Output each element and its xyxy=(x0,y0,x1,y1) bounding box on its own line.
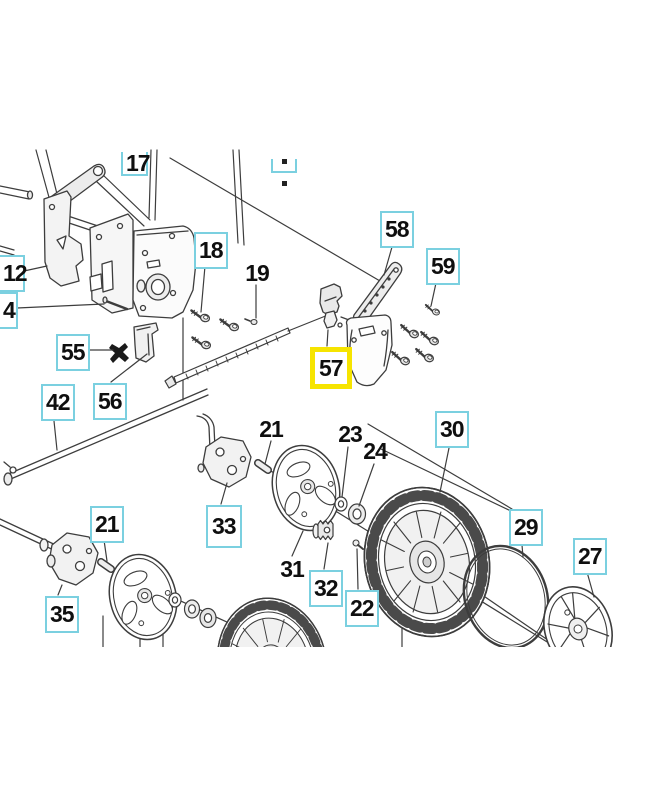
pin-21-lower-drawing xyxy=(97,558,115,573)
part-label-27[interactable]: 27 xyxy=(573,538,607,575)
part-label-58[interactable]: 58 xyxy=(380,211,414,248)
disc-31-upper-drawing xyxy=(262,437,350,539)
part-label-30[interactable]: 30 xyxy=(435,411,469,448)
hubcap-27-drawing xyxy=(543,586,613,647)
part-label-57-selected[interactable]: 57 xyxy=(310,347,352,389)
part-label-33[interactable]: 33 xyxy=(206,505,242,548)
part-label-12[interactable]: 12 xyxy=(0,255,28,292)
bracket-33-drawing xyxy=(197,436,252,488)
part-57-drawing xyxy=(319,283,358,329)
part-label-31: 31 xyxy=(280,556,305,582)
part-label-23: 23 xyxy=(338,421,363,447)
part-label-18[interactable]: 18 xyxy=(194,232,228,269)
part-label-21-lower[interactable]: 21 xyxy=(90,506,124,543)
lower-washers-drawing xyxy=(168,592,217,629)
bent-tube-33 xyxy=(196,413,216,451)
pin-21-upper-drawing xyxy=(254,459,272,474)
wheel-30-lower-drawing xyxy=(206,588,339,738)
part-label-cut-top-right[interactable] xyxy=(271,159,297,186)
part-label-24: 24 xyxy=(363,438,388,464)
handle-bracket-assembly xyxy=(0,163,197,363)
part-label-32[interactable]: 32 xyxy=(309,570,343,607)
clip-55-drawing xyxy=(109,343,129,363)
lever-housing-drawing xyxy=(345,314,393,387)
bearing-24-drawing xyxy=(347,503,367,525)
cut-label-digit-stub xyxy=(281,159,287,164)
o-ring-29-drawing xyxy=(462,544,550,647)
part-label-21-upper: 21 xyxy=(259,416,284,442)
housing-screws xyxy=(388,303,442,368)
part-label-35[interactable]: 35 xyxy=(45,596,79,633)
gear-32-drawing xyxy=(312,519,334,541)
drive-rod xyxy=(164,312,334,389)
part-label-42[interactable]: 42 xyxy=(41,384,75,421)
cut-label-digit-stub xyxy=(281,181,287,186)
axle-tube-42 xyxy=(3,388,209,486)
bolt-22-drawing xyxy=(352,539,364,550)
part-label-17[interactable]: 17 xyxy=(121,152,151,176)
part-label-59[interactable]: 59 xyxy=(426,248,460,285)
plate-screws xyxy=(188,308,258,351)
part-label-55[interactable]: 55 xyxy=(56,334,90,371)
washer-23-drawing xyxy=(334,496,348,512)
part-label-56[interactable]: 56 xyxy=(93,383,127,420)
part-label-22[interactable]: 22 xyxy=(345,590,379,627)
bracket-35-drawing xyxy=(46,532,99,586)
part-label-29[interactable]: 29 xyxy=(509,509,543,546)
part-label-19: 19 xyxy=(245,260,270,286)
part-label-4[interactable]: 4 xyxy=(0,292,18,329)
